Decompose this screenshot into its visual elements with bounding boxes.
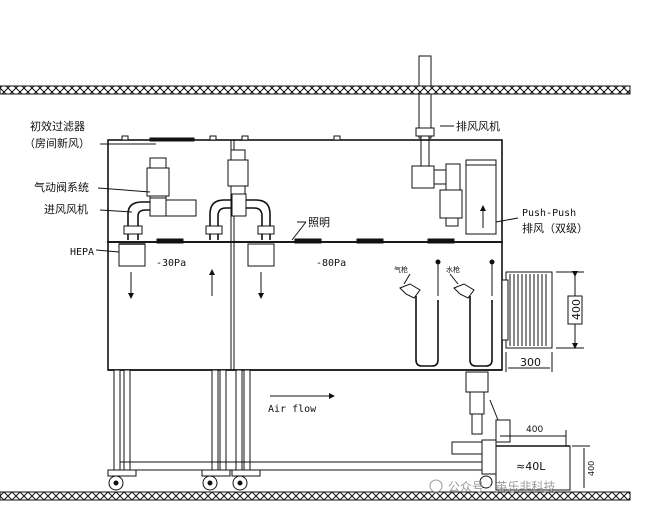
label-push-push-line2: 排风（双级） (522, 221, 588, 235)
exhaust-fan-assembly (411, 159, 497, 235)
label-dim-400-tank: 400 (587, 461, 596, 476)
leader-lines (95, 125, 519, 285)
label-filter-line1: 初效过滤器 (30, 119, 85, 133)
left-hepa-box (118, 243, 146, 267)
watermark: 公众号 · 英乐非科技 (429, 479, 555, 494)
label-pneumatic-valve: 气动阀系统 (34, 180, 89, 194)
label-filter-line2: （房间新风） (24, 136, 90, 150)
exhaust-duct (415, 55, 435, 167)
hose-reel (501, 271, 584, 372)
label-exhaust-fan: 排风风机 (456, 119, 500, 133)
label-pressure-right: -80Pa (316, 258, 346, 269)
ceiling-band (0, 85, 631, 95)
label-air-gun: 气枪 (394, 265, 408, 274)
floor-band (0, 491, 631, 501)
casters (107, 469, 261, 491)
water-gun (453, 259, 495, 367)
label-water-gun: 水枪 (446, 265, 460, 274)
watermark-text: 公众号 · 英乐非科技 (448, 480, 555, 494)
label-volume-40l: ≈40L (516, 460, 546, 473)
drain-tank-assembly (451, 371, 590, 491)
label-push-push-line1: Push-Push (522, 208, 576, 219)
label-dim-400-horizontal: 400 (526, 425, 543, 435)
label-dim-400-vertical: 400 (570, 299, 583, 320)
air-gun (399, 259, 441, 367)
label-pressure-left: -30Pa (156, 258, 186, 269)
label-dim-300: 300 (520, 356, 541, 369)
chamber-airflow-arrows (128, 205, 486, 299)
right-hepa-box (247, 243, 275, 267)
label-hepa: HEPA (70, 247, 94, 258)
left-valve-assembly (123, 157, 197, 240)
cabinet-legs (113, 369, 500, 471)
label-air-flow: Air flow (268, 404, 317, 415)
label-intake-fan: 进风风机 (44, 202, 88, 216)
middle-valve-assembly (205, 149, 275, 240)
label-lighting: 照明 (308, 216, 330, 229)
